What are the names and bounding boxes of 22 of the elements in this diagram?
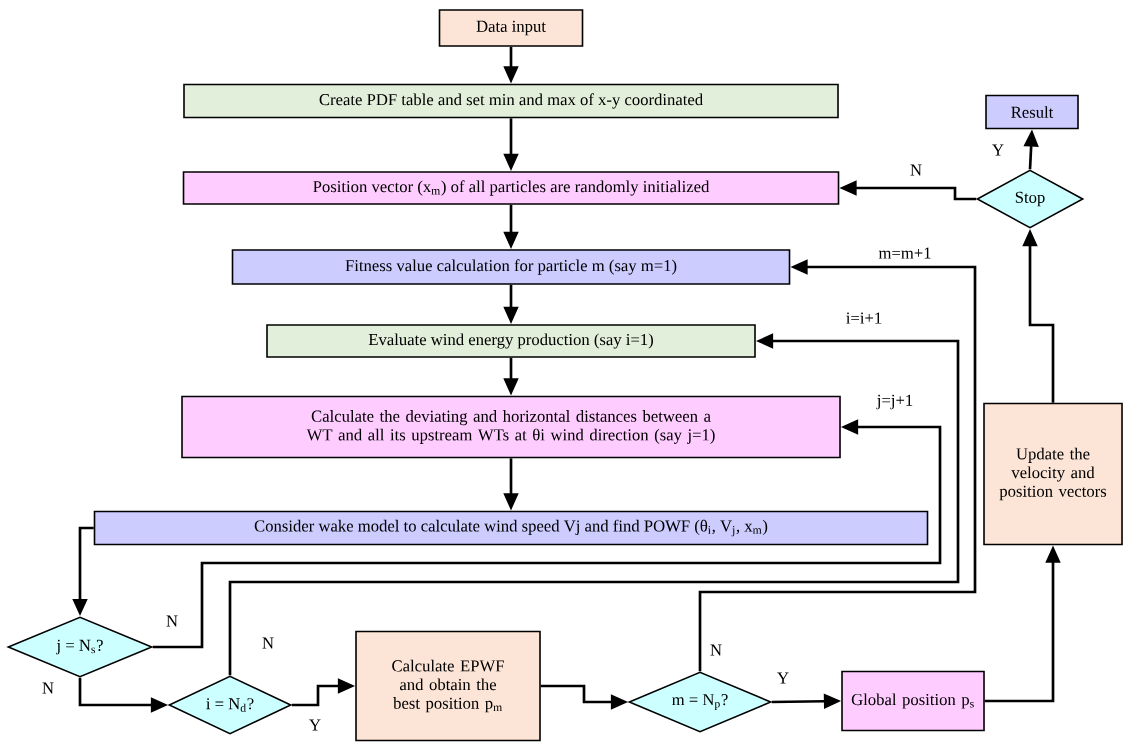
loop-label: m=m+1 [877,246,933,260]
edge-label: Y [775,671,791,685]
process-box: Position vector (x$_{m}$) of all particles are randomly initialized [182,171,840,205]
process-box: Result [985,94,1079,130]
process-box: Calculate the deviating and horizontal distances between a WT and all its upstream WTs at θi wind direction (say j=1) [181,395,841,459]
process-box: Consider wake model to calculate wind speed Vj and find POWF (θ$_{i}$, V$_{j}$, x$_{m}$) [93,510,929,546]
process-box: Fitness value calculation for particle m (say m=1) [231,249,791,285]
process-box: Evaluate wind energy production (say i=1) [266,324,756,358]
process-box: Data input [438,9,584,47]
loop-label: j=j+1 [875,393,915,411]
loop-label: i=i+1 [844,311,884,325]
edge-label: Y [307,718,323,732]
edge-label: N [908,163,924,177]
edge-label: N [260,636,276,650]
process-box: Create PDF table and set min and max of x-y coordinated [183,83,839,119]
edge-label: N [164,614,180,628]
process-box: Calculate EPWF and obtain the best position p$_{m}$ [355,630,541,742]
process-box: Update the velocity and position vectors [983,402,1123,546]
edge-label: N [708,643,724,657]
edge-label: N [40,681,56,695]
process-box: Global position p$_{s}$ [841,670,985,732]
edge-label: Y [990,143,1006,157]
